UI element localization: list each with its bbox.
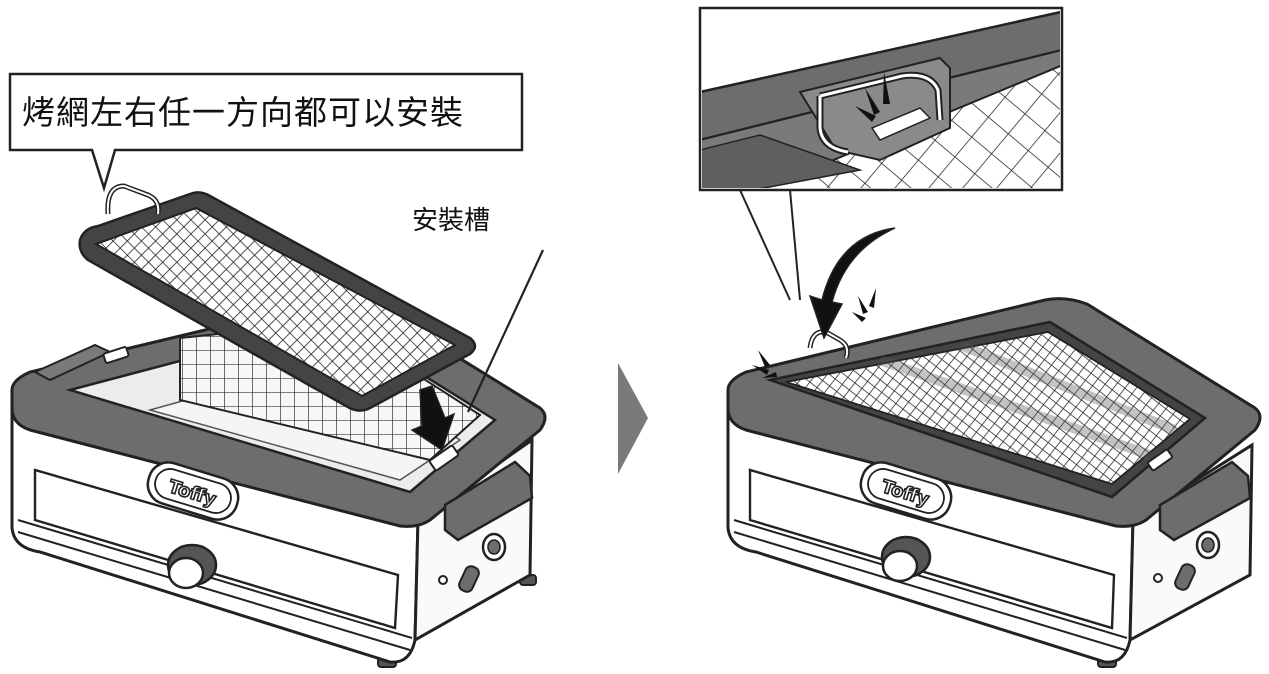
slot-leader-line [467,249,544,413]
left-grill-unit: Toffy [10,183,547,668]
side-handle [443,460,534,542]
down-arrow-icon [410,385,456,452]
chevron-right-icon [618,363,648,474]
zoom-inset [698,6,1064,301]
callout-label: 烤網左右任一方向都可以安裝 [22,93,464,132]
sparkle-icon [852,288,876,322]
side-knob [1153,530,1221,591]
callout-bubble [8,72,524,193]
front-panel-recess [748,468,1116,630]
control-knob [166,543,218,590]
sparkle-icon [752,350,777,378]
logo-plate [859,461,953,521]
logo-plate [146,461,240,521]
slot-label: 安裝槽 [412,206,491,236]
curved-arrow-icon [808,227,896,340]
grill-grate [78,183,477,412]
side-handle [1158,460,1252,542]
front-panel-recess [33,468,400,630]
side-knob [438,532,507,593]
control-knob [880,535,932,583]
mounting-slot [1147,448,1173,472]
mounting-slot [428,444,460,472]
right-grill-unit: Toffy [726,227,1262,668]
